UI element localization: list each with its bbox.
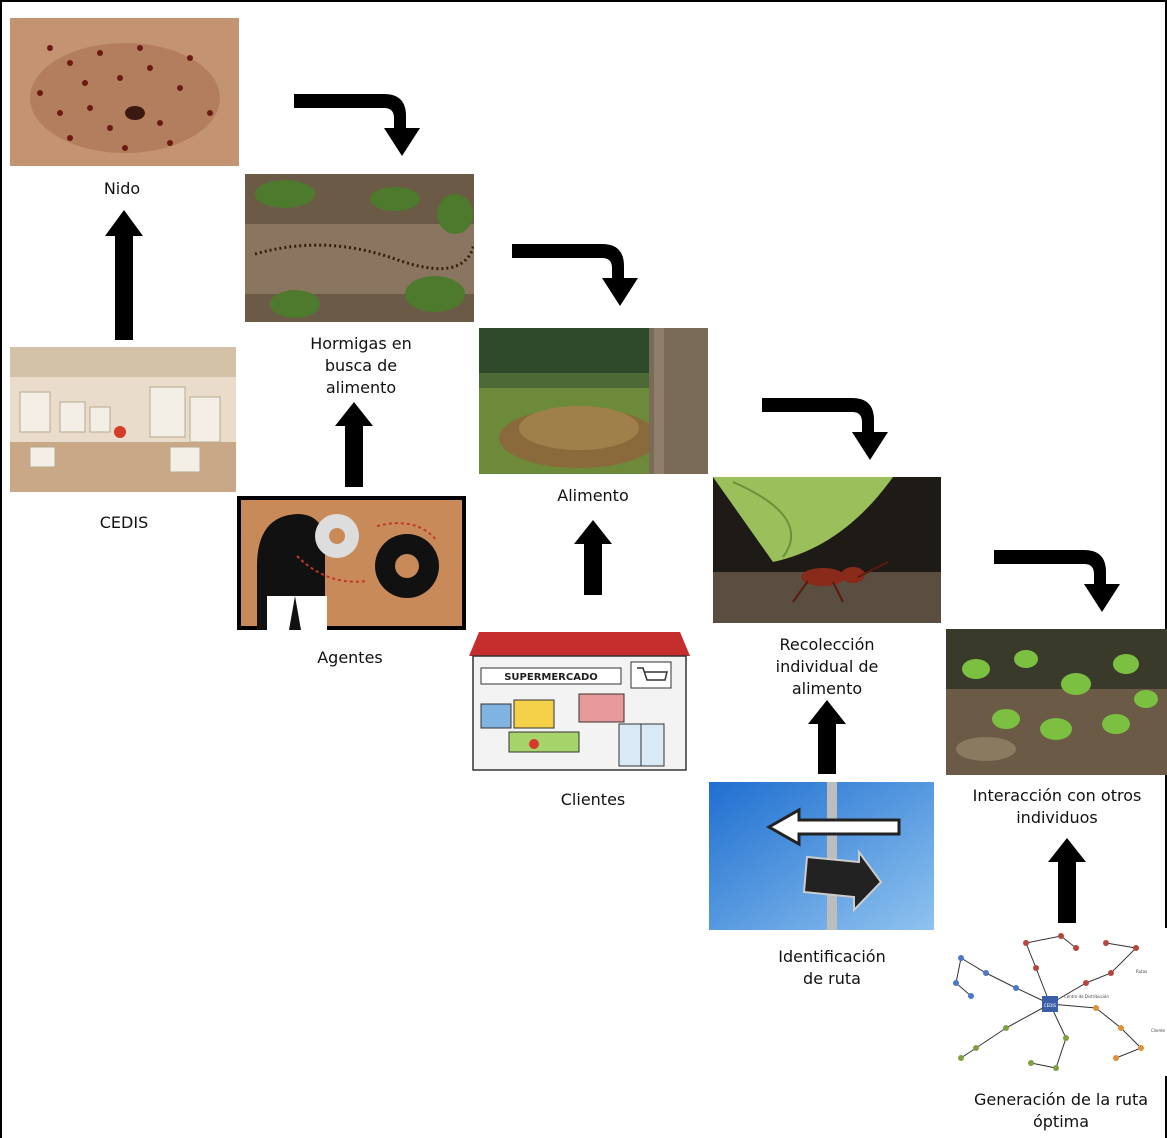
label-interaccion: Interacción con otros individuos: [972, 786, 1142, 827]
clientes-node-label: Cliente: [1151, 1028, 1166, 1033]
leafcutter-ant-image: [713, 477, 941, 623]
nest-image: [10, 18, 239, 166]
arrow-turn-3: [762, 394, 892, 462]
label-identificacion: Identificación de ruta: [778, 947, 886, 988]
centro-distribucion-label: Centro de Distribución: [1064, 994, 1109, 999]
arrow-up-cedis-nido: [105, 210, 143, 340]
label-generacion: Generación de la ruta óptima: [973, 1090, 1149, 1131]
label-clientes: Clientes: [560, 790, 626, 809]
supermarket-image: SUPERMERCADO: [469, 632, 690, 772]
label-hormigas: Hormigas en busca de alimento: [310, 334, 412, 397]
arrow-up-clientes-alimento: [574, 520, 612, 595]
ant-interaction-image: [946, 629, 1167, 775]
rutas-label: Rutas: [1136, 969, 1147, 974]
arrow-turn-2: [512, 240, 642, 308]
label-nido: Nido: [103, 179, 141, 198]
cedis-node-label: CEDIS: [1044, 1003, 1057, 1008]
ants-foraging-image: [245, 174, 474, 322]
label-recoleccion: Recolección individual de alimento: [775, 635, 879, 698]
route-signs-image: [709, 782, 934, 930]
warehouse-image: [10, 347, 236, 492]
label-agentes: Agentes: [317, 648, 383, 667]
arrow-turn-4: [994, 546, 1124, 614]
arrow-up-generacion-interaccion: [1048, 838, 1086, 923]
label-cedis: CEDIS: [99, 513, 149, 532]
label-alimento: Alimento: [557, 486, 629, 505]
arrow-up-agentes-hormigas: [335, 402, 373, 487]
arrow-turn-1: [294, 90, 424, 158]
agents-image: [237, 496, 466, 630]
leaf-pile-image: [479, 328, 708, 474]
route-network-image: CEDIS Centro de Distribución Rutas Clien…: [946, 928, 1167, 1076]
supermercado-sign: SUPERMERCADO: [504, 672, 598, 683]
arrow-up-identificacion-recoleccion: [808, 700, 846, 774]
